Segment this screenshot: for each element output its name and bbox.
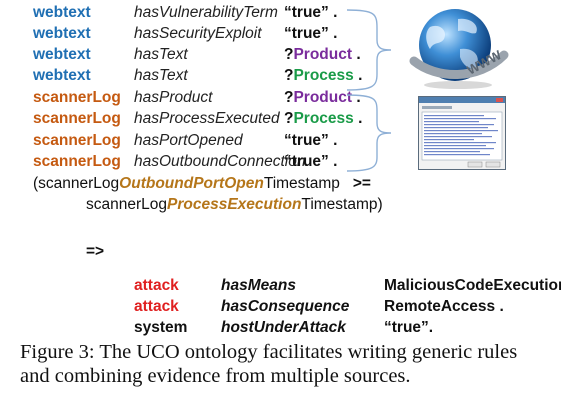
triple-predicate: hasPortOpened [134, 132, 243, 149]
triple-predicate: hasProcessExecuted [134, 110, 280, 127]
statement-end: . [352, 46, 361, 63]
triple-row: webtext hasSecurityExploit “true” . [0, 24, 561, 44]
comparison-operator: >= [352, 175, 371, 192]
condition-text: (scannerLog [33, 175, 120, 192]
conclusion-object: RemoteAccess . [384, 298, 504, 315]
conclusion-predicate: hostUnderAttack [221, 319, 346, 336]
variable-marker: ? [284, 110, 294, 127]
condition-line-2: scannerLogProcessExecutionTimestamp) [86, 195, 383, 215]
variable-marker: ? [284, 67, 294, 84]
triple-object: “true” . [284, 25, 338, 42]
triple-subject: webtext [33, 4, 91, 21]
brace-bottom [346, 94, 392, 172]
conclusion-subject: system [134, 319, 188, 336]
condition-text: scannerLog [86, 196, 168, 213]
triple-subject: scannerLog [33, 153, 121, 170]
triple-row: scannerLog hasPortOpened “true” . [0, 131, 561, 151]
condition-text: Timestamp) [301, 196, 383, 213]
statement-end: . [353, 110, 363, 127]
condition-highlight: OutboundPortOpen [119, 175, 264, 192]
triple-object: “true” . [284, 132, 338, 149]
triple-object: ?Process . [284, 109, 362, 129]
figure-caption: Figure 3: The UCO ontology facilitates w… [20, 341, 518, 387]
variable-marker: ? [284, 89, 294, 106]
triple-row: webtext hasText ?Product . [0, 45, 561, 65]
conclusion-row: system hostUnderAttack “true”. [0, 318, 561, 338]
triple-subject: webtext [33, 67, 91, 84]
variable-name: Product [293, 46, 353, 63]
triple-object: ?Product . [284, 88, 361, 108]
triple-row: scannerLog hasProduct ?Product . [0, 88, 561, 108]
brace-top [346, 9, 392, 91]
triple-row: scannerLog hasProcessExecuted ?Process . [0, 109, 561, 129]
triple-object: “true” . [284, 4, 338, 21]
variable-name: Process [293, 67, 354, 84]
triple-object: ?Product . [284, 45, 361, 65]
triple-subject: scannerLog [33, 89, 121, 106]
conclusion-object: “true”. [384, 319, 434, 336]
conclusion-subject: attack [134, 277, 179, 294]
triple-object: ?Process . [284, 66, 362, 86]
triple-row: webtext hasVulnerabilityTerm “true” . [0, 3, 561, 23]
triple-subject: webtext [33, 25, 91, 42]
conclusion-row: attack hasConsequence RemoteAccess . [0, 297, 561, 317]
conclusion-object: MaliciousCodeExecution . [384, 277, 561, 294]
triple-predicate: hasText [134, 67, 188, 84]
triple-predicate: hasOutboundConnection [134, 153, 306, 170]
statement-end: . [352, 89, 361, 106]
triple-object: “true” . [284, 153, 338, 170]
scanner-window-screenshot [418, 96, 506, 170]
statement-end: . [353, 67, 363, 84]
triple-subject: scannerLog [33, 132, 121, 149]
condition-highlight: ProcessExecution [167, 196, 302, 213]
conclusion-row: attack hasMeans MaliciousCodeExecution . [0, 276, 561, 296]
triple-subject: scannerLog [33, 110, 121, 127]
triple-row: scannerLog hasOutboundConnection “true” … [0, 152, 561, 172]
triple-predicate: hasProduct [134, 89, 213, 106]
condition-line-1: (scannerLogOutboundPortOpenTimestamp >= [33, 174, 371, 194]
triple-predicate: hasText [134, 46, 188, 63]
implies-arrow: => [86, 243, 105, 260]
triple-subject: webtext [33, 46, 91, 63]
variable-name: Process [293, 110, 354, 127]
triple-predicate: hasSecurityExploit [134, 25, 262, 42]
conclusion-predicate: hasConsequence [221, 298, 350, 315]
globe-www-icon: WWW [409, 9, 509, 89]
variable-name: Product [293, 89, 353, 106]
variable-marker: ? [284, 46, 294, 63]
condition-text: Timestamp [263, 175, 340, 192]
conclusion-predicate: hasMeans [221, 277, 296, 294]
triple-row: webtext hasText ?Process . [0, 66, 561, 86]
triple-predicate: hasVulnerabilityTerm [134, 4, 278, 21]
conclusion-subject: attack [134, 298, 179, 315]
